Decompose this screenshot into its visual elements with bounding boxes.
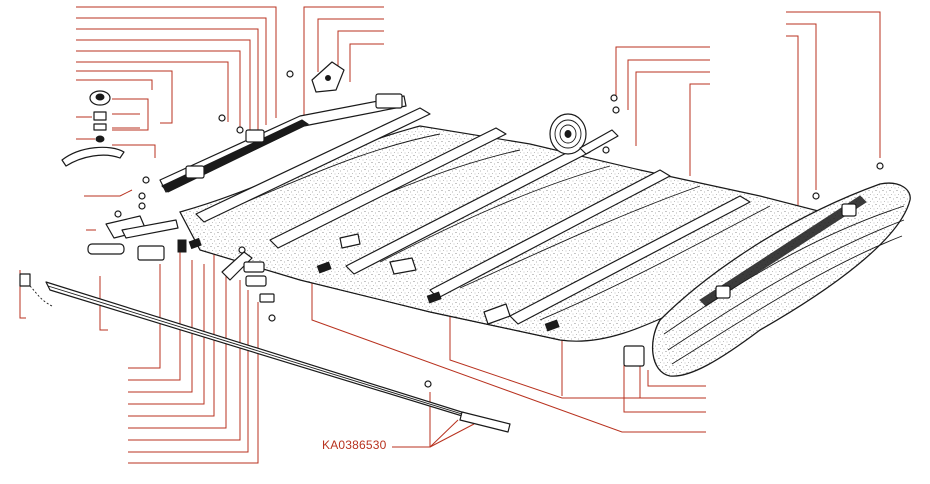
rolled-roof-bundle: [623, 182, 911, 377]
roof-bows: [188, 107, 751, 332]
diagram-reference-code: KA0386530: [322, 438, 387, 452]
coiled-strap: [549, 113, 619, 155]
small-hardware: [19, 61, 884, 388]
front-header-rail: [159, 93, 407, 193]
folding-roof-fabric: [179, 125, 832, 342]
leader-lines: [19, 6, 881, 464]
side-rail: [45, 281, 511, 433]
